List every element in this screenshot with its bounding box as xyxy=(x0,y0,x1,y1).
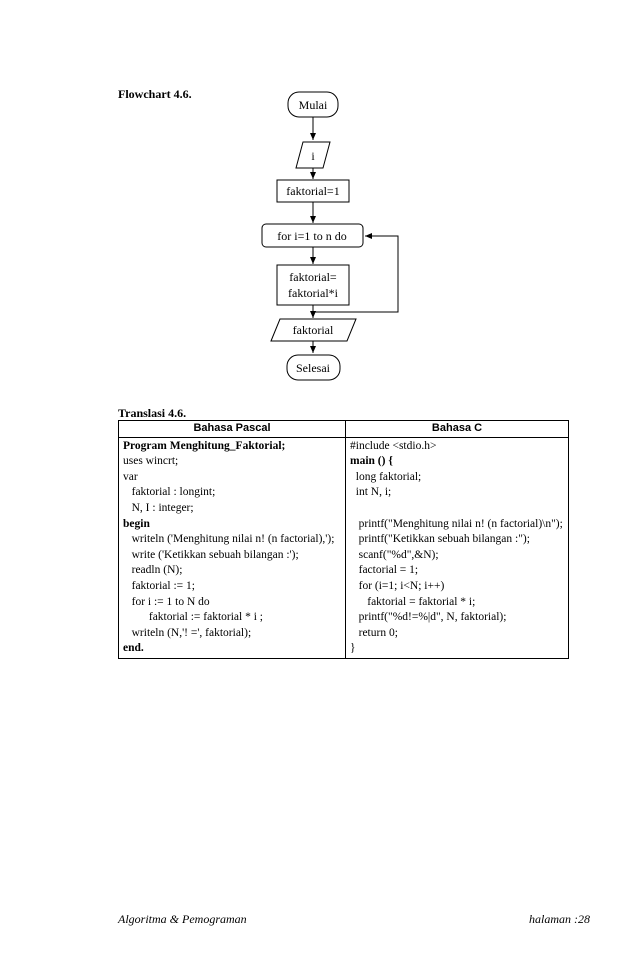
code-line: for (i=1; i<N; i++) xyxy=(350,579,445,592)
process-label-line1: faktorial= xyxy=(289,270,337,284)
flowchart-output-node: faktorial xyxy=(270,318,357,342)
code-line xyxy=(350,501,564,517)
code-line: } xyxy=(350,642,356,655)
code-line: faktorial := faktorial * i ; xyxy=(123,611,263,624)
code-line: printf("Ketikkan sebuah bilangan :"); xyxy=(350,533,530,546)
code-line: uses wincrt; xyxy=(123,455,179,468)
c-code-cell: #include <stdio.h> main () { long faktori… xyxy=(345,436,569,659)
code-line: for i := 1 to N do xyxy=(123,595,210,608)
input-label: i xyxy=(311,149,315,163)
column-header-pascal: Bahasa Pascal xyxy=(118,420,346,438)
footer-page-number: halaman :28 xyxy=(529,912,590,926)
flowchart-heading: Flowchart 4.6. xyxy=(118,87,192,101)
loop-label: for i=1 to n do xyxy=(277,229,346,243)
code-line: scanf("%d",&N); xyxy=(350,548,439,561)
code-line: N, I : integer; xyxy=(123,501,194,514)
end-label: Selesai xyxy=(296,361,331,375)
code-line: faktorial := 1; xyxy=(123,579,195,592)
output-label: faktorial xyxy=(293,323,334,337)
code-line: var xyxy=(123,470,138,483)
code-line: printf("Menghitung nilai n! (n factorial… xyxy=(350,517,563,530)
code-line: writeln ('Menghitung nilai n! (n factori… xyxy=(123,533,335,546)
init-label: faktorial=1 xyxy=(286,184,339,198)
flowchart-end-terminator: Selesai xyxy=(286,354,341,381)
code-line: Program Menghitung_Faktorial; xyxy=(123,439,286,452)
table-header-row: Bahasa Pascal Bahasa C xyxy=(118,420,569,438)
flow-loop-back-arrow xyxy=(313,233,399,313)
pascal-code-cell: Program Menghitung_Faktorial;uses wincrt… xyxy=(118,436,346,659)
code-line: end. xyxy=(123,642,144,655)
code-line: #include <stdio.h> xyxy=(350,439,437,452)
code-line: write ('Ketikkan sebuah bilangan :'); xyxy=(123,548,299,561)
flowchart-init-process: faktorial=1 xyxy=(276,179,350,203)
flowchart-start-terminator: Mulai xyxy=(287,91,339,118)
start-label: Mulai xyxy=(299,98,328,112)
code-line: int N, i; xyxy=(350,486,392,499)
flowchart-input-node: i xyxy=(295,141,331,169)
footer-course-title: Algoritma & Pemograman xyxy=(118,912,247,926)
translation-table: Bahasa Pascal Bahasa C Program Menghitun… xyxy=(118,420,569,659)
code-line: faktorial : longint; xyxy=(123,486,216,499)
code-line: readln (N); xyxy=(123,564,183,577)
code-line: begin xyxy=(123,517,150,530)
code-line: faktorial = faktorial * i; xyxy=(350,595,476,608)
flowchart-diagram: Mulai i faktorial=1 for i=1 to n do fakt… xyxy=(261,91,399,381)
translation-heading: Translasi 4.6. xyxy=(118,406,187,420)
flowchart-loop-node: for i=1 to n do xyxy=(261,223,364,248)
code-line: long faktorial; xyxy=(350,470,422,483)
code-line: factorial = 1; xyxy=(350,564,419,577)
table-row: Program Menghitung_Faktorial;uses wincrt… xyxy=(118,436,569,659)
flowchart-body-process: faktorial= faktorial*i xyxy=(276,264,350,306)
process-label-line2: faktorial*i xyxy=(288,286,339,300)
code-line: printf("%d!=%|d", N, faktorial); xyxy=(350,611,507,624)
code-line: writeln (N,'! =', faktorial); xyxy=(123,626,252,639)
code-line: return 0; xyxy=(350,626,398,639)
code-line: main () { xyxy=(350,455,393,468)
column-header-c: Bahasa C xyxy=(345,420,569,438)
